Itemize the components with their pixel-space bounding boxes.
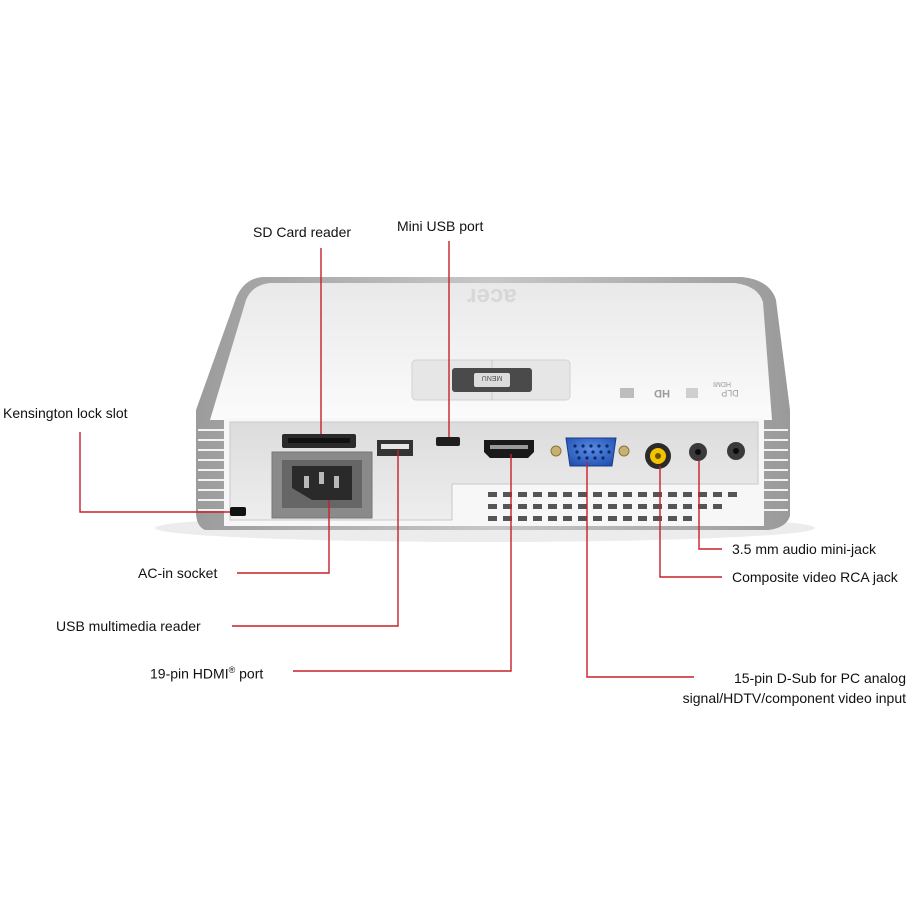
leader-ac-in: [237, 500, 330, 574]
right-side-vents: [762, 429, 788, 511]
label-hdmi-suffix: port: [235, 665, 264, 682]
label-kensington-lock-slot: Kensington lock slot: [3, 405, 128, 421]
hdmi-port[interactable]: [484, 440, 534, 458]
leader-usb: [232, 450, 399, 627]
label-ac-in-socket: AC-in socket: [138, 565, 218, 581]
control-keypad[interactable]: MENU: [411, 359, 571, 401]
label-audio-mini-jack: 3.5 mm audio mini-jack: [732, 541, 876, 557]
keypad-menu-label: MENU: [482, 374, 503, 381]
leader-hdmi: [293, 454, 512, 672]
label-hdmi-port: 19-pin HDMI® port: [150, 662, 263, 683]
label-dsub-line1: 15-pin D-Sub for PC analog: [734, 670, 906, 686]
kensington-slot[interactable]: [230, 507, 246, 516]
leader-rca: [659, 466, 722, 578]
front-vents: [488, 492, 737, 521]
ac-in-socket[interactable]: [271, 451, 373, 519]
usb-port[interactable]: [377, 440, 413, 456]
label-composite-video-rca: Composite video RCA jack: [732, 569, 898, 585]
acer-logo: acer: [467, 283, 516, 310]
rca-composite-jack[interactable]: [645, 443, 671, 469]
hdmi-badge: HDMI: [713, 380, 731, 387]
leader-audio: [698, 461, 722, 550]
leader-lines: [79, 241, 722, 678]
label-usb-multimedia-reader: USB multimedia reader: [56, 618, 201, 634]
label-mini-usb-port: Mini USB port: [397, 218, 484, 234]
dlp-badge: DLP: [721, 388, 739, 398]
projector-top: [210, 283, 772, 420]
mini-usb-port[interactable]: [436, 437, 460, 446]
left-side-vents: [198, 429, 224, 511]
hd-badge: HD: [654, 387, 670, 399]
leader-kensington: [79, 432, 230, 513]
label-hdmi-prefix: 19-pin HDMI: [150, 665, 229, 682]
spec-badges: HD DLP HDMI: [620, 380, 739, 399]
sd-card-slot[interactable]: [282, 434, 356, 448]
label-hdmi-registered: ®: [228, 665, 236, 675]
leader-dsub: [586, 462, 694, 678]
label-sd-card-reader: SD Card reader: [253, 224, 352, 240]
label-dsub: 15-pin D-Sub for PC analog signal/HDTV/c…: [650, 668, 906, 708]
audio-mini-jack[interactable]: [689, 443, 707, 461]
label-dsub-line2: signal/HDTV/component video input: [682, 690, 906, 706]
vga-port[interactable]: [550, 437, 630, 467]
audio-jack-2[interactable]: [727, 442, 745, 460]
